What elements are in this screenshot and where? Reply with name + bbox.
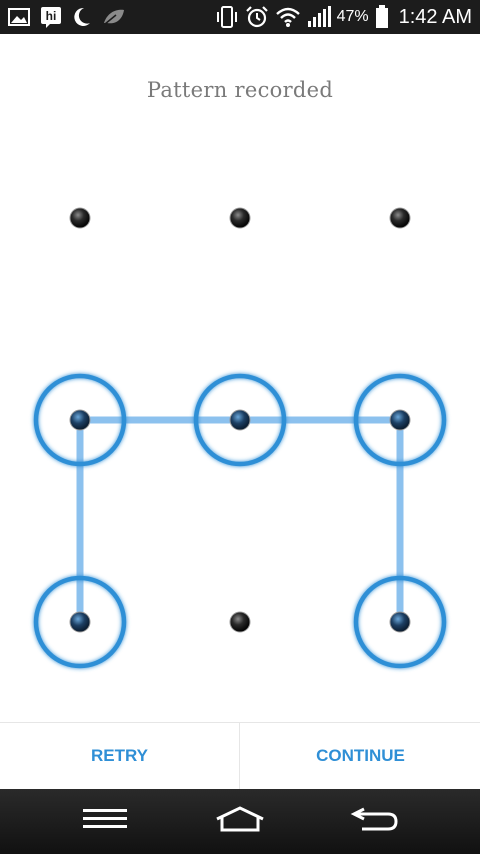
menu-icon [83,807,127,836]
pattern-dots [69,207,411,633]
pattern-dot[interactable] [69,611,91,633]
button-bar-divider [0,722,480,723]
alarm-icon [245,5,269,29]
leaf-icon [102,7,126,27]
pattern-dot[interactable] [69,409,91,431]
back-icon [350,804,400,839]
moon-icon [72,6,92,28]
navigation-bar [0,789,480,854]
pattern-selection-ring [33,575,127,669]
pattern-dot[interactable] [229,611,251,633]
pattern-selection-ring [353,575,447,669]
pattern-selection-ring [33,373,127,467]
pattern-selection-ring [193,373,287,467]
menu-button[interactable] [45,789,165,854]
signal-icon [307,6,331,28]
gallery-icon [8,7,30,27]
status-bar: hi [0,0,480,34]
battery-percent: 47% [336,8,369,25]
home-button[interactable] [180,789,300,854]
pattern-status-text: Pattern recorded [146,78,334,102]
pattern-dot[interactable] [389,207,411,229]
pattern-path [76,416,404,622]
status-bar-time: 1:42 AM [398,5,472,28]
pattern-selection-ring [353,373,447,467]
battery-icon [375,5,389,29]
continue-button[interactable]: CONTINUE [241,723,480,789]
status-bar-notifications: hi [8,0,126,34]
button-separator [239,723,240,789]
hi-app-icon: hi [40,6,62,28]
svg-text:hi: hi [46,9,57,23]
pattern-dot[interactable] [389,409,411,431]
pattern-selection-rings [33,373,447,669]
retry-button[interactable]: RETRY [0,723,239,789]
vibrate-icon [215,5,239,29]
pattern-dot[interactable] [69,207,91,229]
pattern-dot[interactable] [229,409,251,431]
pattern-dot[interactable] [389,611,411,633]
back-button[interactable] [315,789,435,854]
home-icon [214,805,266,838]
wifi-icon [275,6,301,28]
pattern-dot[interactable] [229,207,251,229]
status-bar-system: 47% 1:42 AM [215,0,472,34]
